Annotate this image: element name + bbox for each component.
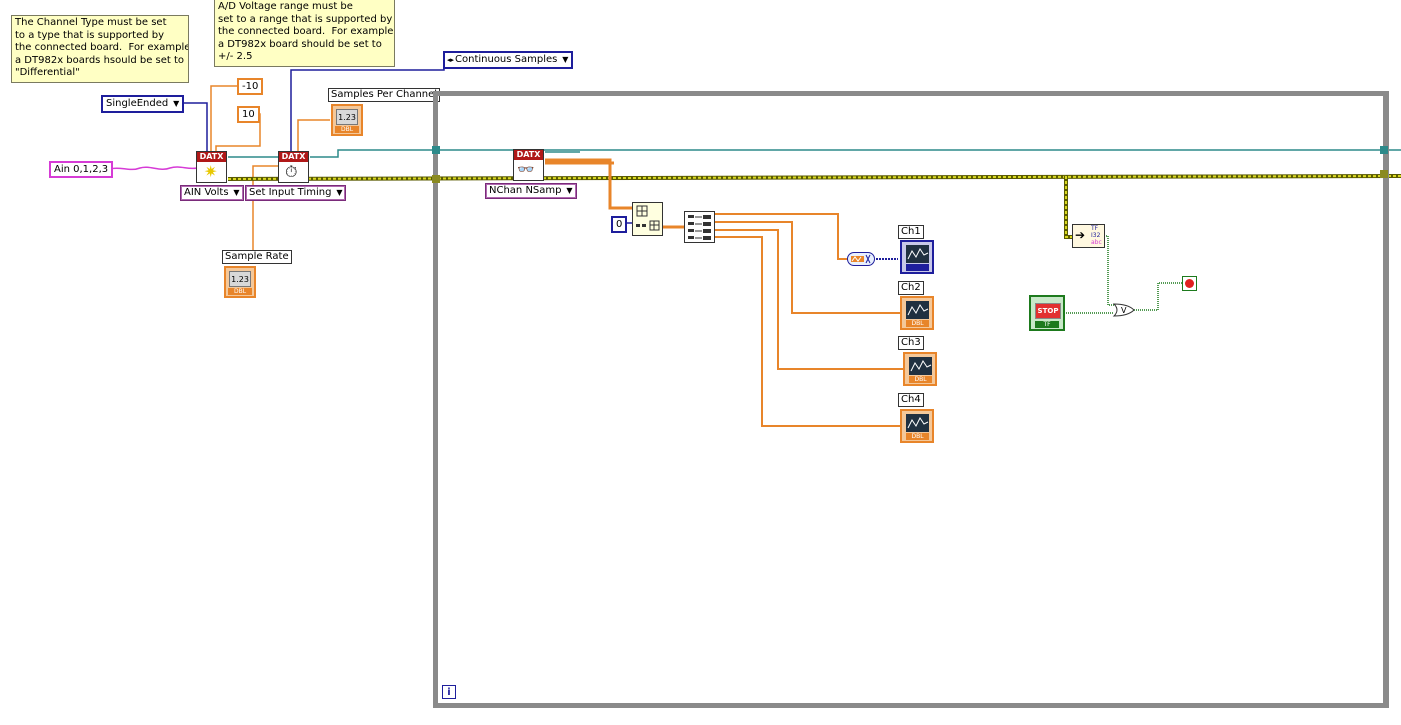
vi-header: DATX [514, 150, 543, 160]
task-tunnel-out [1380, 146, 1388, 154]
glasses-icon: 👓 [517, 162, 535, 178]
dropdown-arrow-icon[interactable]: ▼ [562, 55, 569, 64]
or-gate-icon[interactable]: V [1112, 302, 1136, 318]
wire-channel-list[interactable] [109, 166, 198, 171]
iteration-terminal: i [442, 685, 456, 699]
ch3-chart[interactable]: DBL [903, 352, 937, 386]
error-tunnel-in [432, 175, 440, 183]
timing-vi[interactable]: DATX ⏱ [278, 151, 309, 183]
error-tunnel-out [1380, 170, 1388, 178]
wire-status[interactable] [1104, 235, 1114, 306]
index-array-node[interactable] [632, 202, 663, 236]
wire-ch3[interactable] [714, 229, 903, 370]
unbundle-icon [688, 215, 711, 240]
terminal-config-value: SingleEnded [106, 98, 169, 109]
wire-read-data[interactable] [545, 158, 632, 210]
graph-screen [906, 245, 929, 263]
unbundle-node[interactable] [684, 211, 715, 243]
voltage-range-note: A/D Voltage range must be set to a range… [214, 0, 395, 67]
bool-type-tag: TF [1035, 321, 1059, 328]
read-vi[interactable]: DATX 👓 [513, 149, 544, 181]
ring-indicator-icon: ◂▸ [447, 56, 455, 64]
stop-button[interactable]: STOP TF [1029, 295, 1065, 331]
task-tunnel-in [432, 146, 440, 154]
vi-header: DATX [279, 152, 308, 162]
channel-list-constant[interactable]: Ain 0,1,2,3 [49, 161, 114, 178]
index-constant[interactable]: 0 [611, 216, 628, 233]
dropdown-arrow-icon[interactable]: ▼ [173, 99, 180, 108]
create-channel-vi[interactable]: DATX ✷ [196, 151, 227, 183]
samples-per-channel-control[interactable]: 1.23 DBL [331, 104, 363, 136]
wire-error-cluster[interactable] [227, 174, 1401, 239]
numeric-face: 1.23 [229, 271, 251, 287]
loop-condition-terminal[interactable] [1182, 276, 1197, 291]
ch4-chart[interactable]: DBL [900, 409, 934, 443]
wire-or-out[interactable] [1134, 282, 1182, 311]
build-waveform-node[interactable] [847, 252, 875, 266]
index-array-icon [636, 205, 660, 231]
sample-mode-ring[interactable]: ◂▸ Continuous Samples ▼ [443, 51, 574, 69]
wire-ch4[interactable] [714, 236, 903, 427]
arrow-icon: ➔ [1075, 228, 1086, 242]
ch4-label: Ch4 [898, 393, 924, 407]
sample-mode-value: Continuous Samples [455, 54, 558, 65]
stop-sign-icon [1185, 279, 1194, 288]
dropdown-arrow-icon[interactable]: ▼ [566, 186, 573, 195]
stopwatch-icon: ⏱ [285, 162, 298, 181]
graph-screen [909, 357, 932, 375]
timing-selector[interactable]: Set Input Timing ▼ [245, 185, 347, 201]
wire-sample-mode[interactable] [290, 59, 445, 152]
create-channel-value: AIN Volts [184, 187, 229, 198]
graph-screen [906, 414, 929, 432]
numeric-type-tag: DBL [909, 376, 932, 383]
numeric-face: 1.23 [336, 109, 358, 125]
samples-per-channel-label: Samples Per Channel [328, 88, 441, 102]
numeric-type-tag: DBL [906, 433, 929, 440]
stop-face: STOP [1035, 303, 1061, 319]
min-value-constant[interactable]: -10 [237, 78, 264, 95]
sample-rate-control[interactable]: 1.23 DBL [224, 266, 256, 298]
svg-text:V: V [1121, 306, 1127, 315]
vi-header: DATX [197, 152, 226, 162]
numeric-type-tag: DBL [906, 320, 929, 327]
waveform-icon [851, 254, 871, 264]
graph-type-tag [906, 264, 929, 271]
read-mode-selector[interactable]: NChan NSamp ▼ [485, 183, 577, 199]
wire-terminal-config[interactable] [176, 102, 208, 152]
dropdown-arrow-icon[interactable]: ▼ [233, 188, 240, 197]
create-channel-selector[interactable]: AIN Volts ▼ [180, 185, 244, 201]
ch2-label: Ch2 [898, 281, 924, 295]
ch3-label: Ch3 [898, 336, 924, 350]
wire-task[interactable] [228, 149, 1401, 158]
spark-icon: ✷ [204, 162, 218, 181]
wire-samples-per-channel[interactable] [297, 119, 330, 152]
read-mode-value: NChan NSamp [489, 185, 562, 196]
timing-value: Set Input Timing [249, 187, 332, 198]
wire-sample-rate[interactable] [252, 165, 280, 252]
ch2-chart[interactable]: DBL [900, 296, 934, 330]
max-value-constant[interactable]: 10 [237, 106, 260, 123]
numeric-type-tag: DBL [335, 126, 359, 133]
channel-type-note: The Channel Type must be set to a type t… [11, 15, 189, 83]
terminal-config-ring[interactable]: SingleEnded ▼ [101, 95, 185, 113]
wire-ch1[interactable] [714, 213, 848, 260]
graph-screen [906, 301, 929, 319]
dropdown-arrow-icon[interactable]: ▼ [336, 188, 343, 197]
ch1-waveform-graph[interactable] [900, 240, 934, 274]
numeric-type-tag: DBL [228, 288, 252, 295]
wire-min[interactable] [210, 85, 237, 152]
sample-rate-label: Sample Rate [222, 250, 292, 264]
while-loop-frame[interactable] [433, 91, 1389, 708]
wire-ch2[interactable] [714, 221, 903, 314]
ch1-label: Ch1 [898, 225, 924, 239]
